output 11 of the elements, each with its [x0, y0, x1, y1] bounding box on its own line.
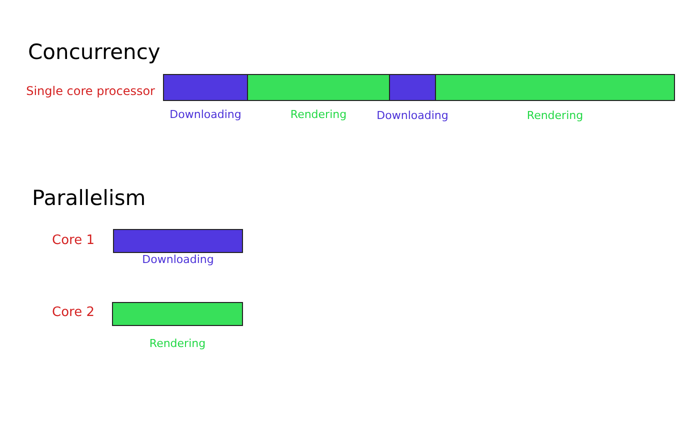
- section-heading: Parallelism: [32, 186, 146, 210]
- section-heading: Concurrency: [28, 40, 160, 64]
- row-label: Core 2: [52, 305, 94, 320]
- row-label: Core 1: [52, 233, 94, 248]
- task-label: Rendering: [526, 109, 584, 122]
- task-label: Downloading: [376, 109, 448, 122]
- task-label: Downloading: [170, 108, 242, 121]
- task-label: Downloading: [142, 253, 214, 266]
- row-label: Single core processor: [26, 84, 155, 98]
- task-label: Rendering: [149, 337, 206, 350]
- task-label: Rendering: [290, 108, 347, 121]
